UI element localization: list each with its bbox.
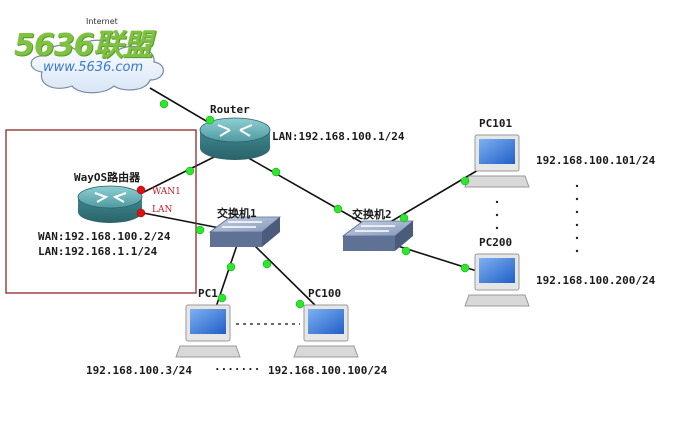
link-switch1-pc100 xyxy=(251,242,321,311)
wayos-port-dots xyxy=(136,185,146,218)
pc200-ip: 192.168.100.200/24 xyxy=(536,274,656,287)
ip-row-ellipsis: ....... xyxy=(214,360,261,373)
switch1-icon xyxy=(208,216,282,247)
pc100-label: PC100 xyxy=(308,287,342,300)
brand-logo: 5636联盟 xyxy=(14,28,152,63)
router-lan-ip: LAN:192.168.100.1/24 xyxy=(272,130,405,143)
internet-cloud xyxy=(30,39,164,94)
wayos-label: WayOS路由器 xyxy=(74,171,141,184)
link-switch2-pc101 xyxy=(379,162,491,229)
pc101-ip: 192.168.100.101/24 xyxy=(536,154,656,167)
pc100-ip: 192.168.100.100/24 xyxy=(268,364,388,377)
pc101-label: PC101 xyxy=(479,117,513,130)
link-dots xyxy=(159,99,470,309)
wayos-router-icon xyxy=(77,185,143,223)
switch2-label: 交换机2 xyxy=(352,208,392,221)
router-icon xyxy=(199,117,271,160)
wayos-lan-ip: LAN:192.168.1.1/24 xyxy=(38,245,158,258)
pc200-icon xyxy=(464,253,530,307)
links xyxy=(127,87,491,311)
switch1-label: 交换机1 xyxy=(217,207,257,220)
router-label: Router xyxy=(210,103,250,116)
pc1-ip: 192.168.100.3/24 xyxy=(86,364,192,377)
pc1-label: PC1 xyxy=(198,287,218,300)
pc200-label: PC200 xyxy=(479,236,513,249)
wayos-wan-port-label: WAN1 xyxy=(152,187,181,197)
brand-url: www.5636.com xyxy=(43,60,144,75)
link-switch1-pc1 xyxy=(214,244,238,311)
wayos-lan-port-label: LAN xyxy=(152,205,173,215)
wayos-wan-ip: WAN:192.168.100.2/24 xyxy=(38,230,171,243)
link-router-switch2 xyxy=(237,151,376,231)
pc1-icon xyxy=(175,304,241,358)
switch2-icon xyxy=(341,220,415,251)
pc101-icon xyxy=(464,134,530,188)
vertical-ellipsis-pcs xyxy=(495,200,499,230)
vertical-ellipsis-ips xyxy=(575,184,579,253)
pc100-icon xyxy=(293,304,359,358)
cloud-label: Internet xyxy=(86,17,118,26)
wayos-frame xyxy=(5,129,197,294)
